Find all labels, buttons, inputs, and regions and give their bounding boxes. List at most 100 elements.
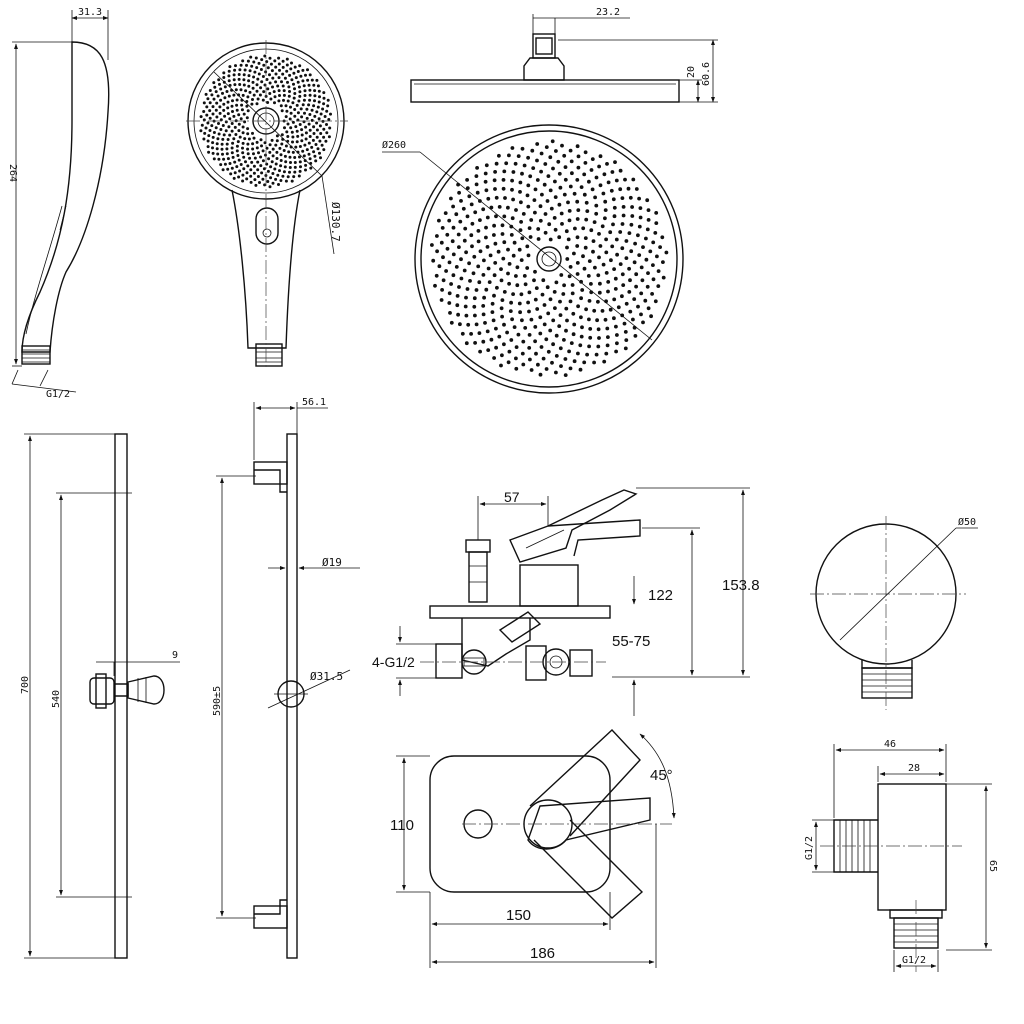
hand-shower-nozzle bbox=[275, 139, 279, 143]
hand-shower-nozzle bbox=[298, 94, 302, 98]
hand-shower-nozzle bbox=[291, 101, 295, 105]
overhead-nozzle bbox=[526, 204, 531, 209]
overhead-nozzle bbox=[545, 199, 550, 203]
overhead-nozzle bbox=[644, 257, 649, 262]
hand-shower-nozzle bbox=[304, 73, 307, 77]
overhead-nozzle bbox=[441, 255, 445, 260]
hand-shower-nozzle bbox=[208, 89, 212, 92]
overhead-nozzle bbox=[547, 222, 552, 227]
overhead-nozzle bbox=[560, 143, 564, 148]
hand-shower-nozzle bbox=[296, 111, 300, 115]
hand-shower-nozzle bbox=[322, 102, 326, 106]
outlet-body-depth-label: 28 bbox=[908, 763, 920, 774]
overhead-nozzle bbox=[632, 260, 637, 265]
hand-shower-nozzle bbox=[279, 153, 283, 157]
hand-shower-nozzle bbox=[211, 112, 215, 116]
hand-shower-nozzle bbox=[216, 152, 220, 156]
overhead-nozzle bbox=[548, 155, 553, 160]
overhead-nozzle bbox=[433, 283, 437, 288]
overhead-nozzle bbox=[532, 278, 536, 283]
hand-shower-nozzle bbox=[305, 148, 309, 152]
hand-shower-nozzle bbox=[211, 105, 215, 109]
overhead-nozzle bbox=[562, 153, 567, 158]
hand-shower-nozzle bbox=[232, 73, 236, 77]
hand-shower-nozzle bbox=[227, 74, 231, 78]
hand-shower-nozzle bbox=[325, 109, 329, 113]
overhead-nozzle bbox=[543, 230, 548, 235]
hand-shower-nozzle bbox=[271, 76, 275, 80]
hand-shower-nozzle bbox=[301, 79, 305, 83]
overhead-nozzle bbox=[549, 206, 554, 211]
overhead-nozzle bbox=[612, 205, 617, 210]
hand-shower-nozzle bbox=[269, 165, 273, 169]
hand-shower-nozzle bbox=[304, 125, 308, 129]
hand-shower-nozzle bbox=[232, 78, 236, 82]
overhead-nozzle bbox=[620, 222, 625, 226]
hand-shower-nozzle bbox=[273, 101, 276, 105]
overhead-nozzle bbox=[499, 278, 504, 283]
overhead-nozzle bbox=[646, 208, 651, 213]
hand-shower-nozzle bbox=[221, 91, 224, 95]
hand-shower-nozzle bbox=[249, 55, 253, 59]
overhead-nozzle bbox=[484, 188, 489, 193]
hand-shower-nozzle bbox=[219, 163, 223, 167]
overhead-nozzle bbox=[527, 226, 532, 231]
hand-shower-nozzle bbox=[275, 157, 279, 160]
overhead-shower-top-view: Ø260 bbox=[382, 124, 684, 394]
overhead-nozzle bbox=[643, 298, 648, 303]
hand-shower-nozzle bbox=[222, 157, 226, 161]
hand-shower-nozzle bbox=[208, 101, 212, 105]
hand-shower-nozzle bbox=[279, 159, 283, 162]
overhead-nozzle bbox=[580, 325, 584, 330]
overhead-nozzle bbox=[596, 299, 600, 304]
overhead-nozzle bbox=[449, 282, 453, 286]
overhead-nozzle bbox=[484, 163, 489, 168]
hand-shower-nozzle bbox=[217, 157, 221, 161]
hand-shower-nozzle bbox=[329, 112, 332, 116]
hand-shower-nozzle bbox=[280, 109, 284, 113]
overhead-nozzle bbox=[459, 199, 463, 203]
hand-shower-nozzle bbox=[268, 185, 272, 189]
hand-shower-nozzle bbox=[282, 98, 285, 102]
hand-shower-nozzle bbox=[272, 90, 276, 94]
hand-shower-nozzle bbox=[310, 78, 314, 82]
hand-shower-nozzle bbox=[262, 63, 266, 67]
overhead-nozzle bbox=[598, 154, 603, 159]
hand-shower-nozzle bbox=[242, 83, 246, 87]
overhead-nozzle bbox=[602, 172, 607, 177]
hand-shower-nozzle bbox=[267, 157, 271, 161]
hand-shower-nozzle bbox=[283, 76, 287, 80]
overhead-nozzle bbox=[493, 170, 497, 174]
hand-shower-nozzle bbox=[307, 83, 311, 87]
overhead-nozzle bbox=[653, 231, 658, 235]
hand-shower-nozzle bbox=[239, 117, 243, 121]
overhead-nozzle bbox=[521, 212, 526, 216]
overhead-nozzle bbox=[533, 210, 537, 215]
mixer-inlets-label: 4-G1/2 bbox=[372, 654, 415, 670]
overhead-nozzle bbox=[563, 165, 568, 170]
overhead-nozzle bbox=[579, 334, 584, 339]
outlet-overall-depth-label: 46 bbox=[884, 739, 896, 750]
overhead-nozzle bbox=[594, 175, 599, 180]
overhead-nozzle bbox=[500, 353, 504, 358]
hand-shower-nozzle bbox=[246, 127, 250, 131]
hand-shower-nozzle bbox=[244, 89, 248, 93]
overhead-nozzle bbox=[646, 271, 650, 275]
overhead-nozzle bbox=[493, 187, 497, 191]
hand-shower-nozzle bbox=[293, 92, 297, 95]
hand-shower-nozzle bbox=[274, 80, 278, 84]
hand-shower-nozzle bbox=[254, 56, 258, 60]
overhead-nozzle bbox=[492, 233, 496, 237]
hand-shower-nozzle bbox=[255, 146, 259, 150]
overhead-nozzle bbox=[588, 327, 593, 331]
overhead-nozzle bbox=[538, 315, 543, 320]
overhead-nozzle bbox=[641, 245, 645, 250]
hand-shower-nozzle bbox=[314, 159, 318, 163]
overhead-nozzle bbox=[519, 200, 523, 205]
overhead-nozzle bbox=[572, 191, 577, 196]
overhead-nozzle bbox=[456, 232, 461, 237]
hand-shower-nozzle bbox=[255, 140, 259, 144]
hand-shower-nozzle bbox=[281, 72, 285, 76]
hand-shower-nozzle bbox=[219, 118, 223, 122]
hand-shower-nozzle bbox=[241, 173, 245, 177]
